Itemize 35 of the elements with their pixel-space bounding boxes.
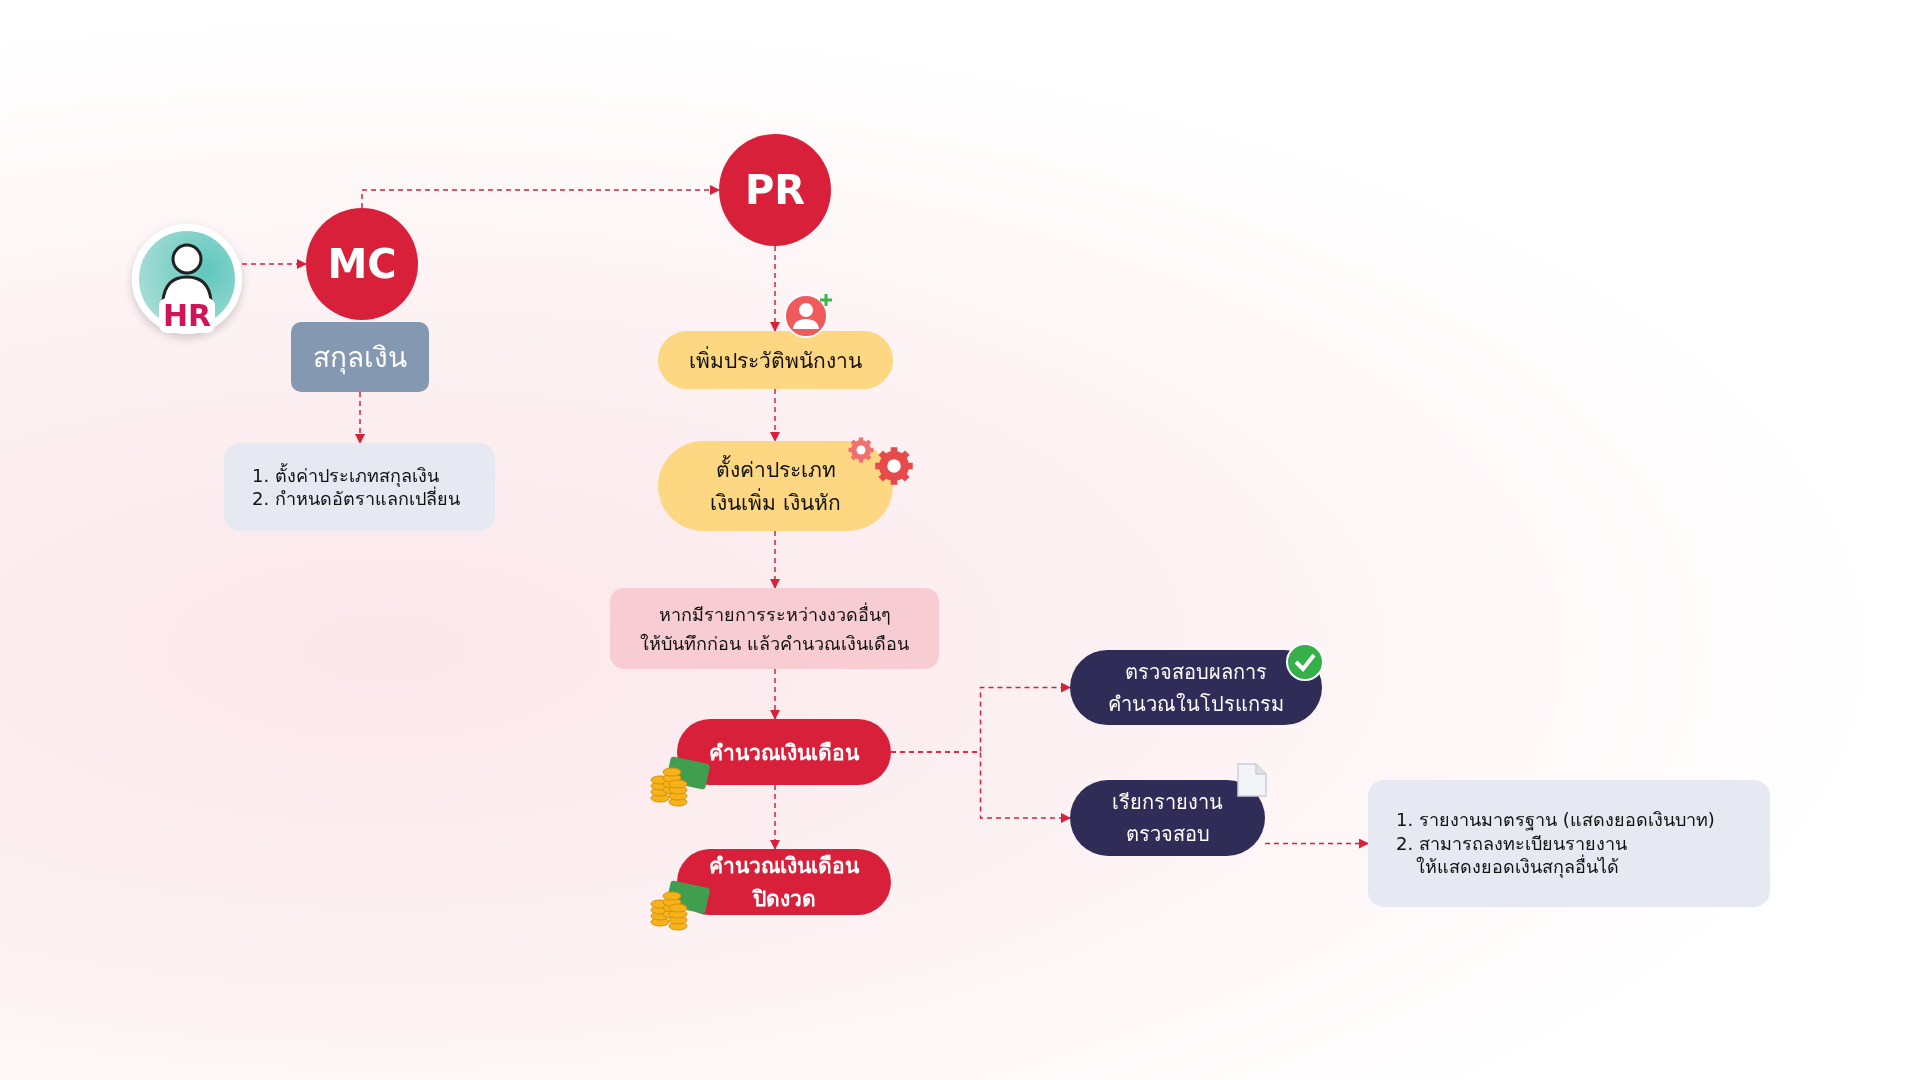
node-label: PR xyxy=(744,167,806,213)
node-label: ตั้งค่าประเภท เงินเพิ่ม เงินหัก xyxy=(700,453,851,519)
note-box xyxy=(610,588,939,669)
process-pill xyxy=(677,849,891,915)
node-label: เรียกรายงาน ตรวจสอบ xyxy=(1111,789,1224,848)
arrow xyxy=(770,245,780,332)
node-label: MC xyxy=(327,241,397,287)
arrow xyxy=(1264,838,1369,849)
arrow xyxy=(770,668,780,720)
arrow xyxy=(241,259,307,269)
arrow xyxy=(770,530,780,589)
list-item: 2. สามารถลงทะเบียนรายงาน ให้แสดงยอดเงินสกุลอื่นได้ xyxy=(1396,831,1628,879)
note-box xyxy=(224,443,495,531)
list-item: 2. กำหนดอัตราแลกเปลี่ยน xyxy=(252,487,460,511)
process-pill xyxy=(658,331,893,389)
node-label: หากมีรายการระหว่างงวดอื่นๆ ให้บันทึกก่อน แล้วคำนวณเงินเดือน xyxy=(639,601,910,656)
arrow xyxy=(361,185,720,209)
node-label: คำนวณเงินเดือน xyxy=(709,739,859,767)
label-box xyxy=(291,322,429,392)
list-item: 1. ตั้งค่าประเภทสกุลเงิน xyxy=(252,463,439,487)
arrow xyxy=(770,784,780,850)
arrow xyxy=(770,388,780,442)
arrow xyxy=(890,751,1071,823)
node-label: คำนวณเงินเดือน ปิดงวด xyxy=(708,853,861,913)
node-label: HR xyxy=(158,298,216,333)
node-label: ตรวจสอบผลการ คำนวณในโปรแกรม xyxy=(1107,658,1285,718)
process-pill xyxy=(677,719,891,785)
process-pill xyxy=(1070,780,1265,856)
node-label: สกุลเงิน xyxy=(313,340,407,377)
arrow xyxy=(355,391,365,444)
node-label: เพิ่มประวัติพนักงาน xyxy=(689,345,862,375)
list-item: 1. รายงานมาตรฐาน (แสดงยอดเงินบาท) xyxy=(1396,808,1715,832)
avatar-circle xyxy=(132,224,242,334)
note-box xyxy=(1368,780,1770,907)
process-pill xyxy=(1070,650,1322,725)
